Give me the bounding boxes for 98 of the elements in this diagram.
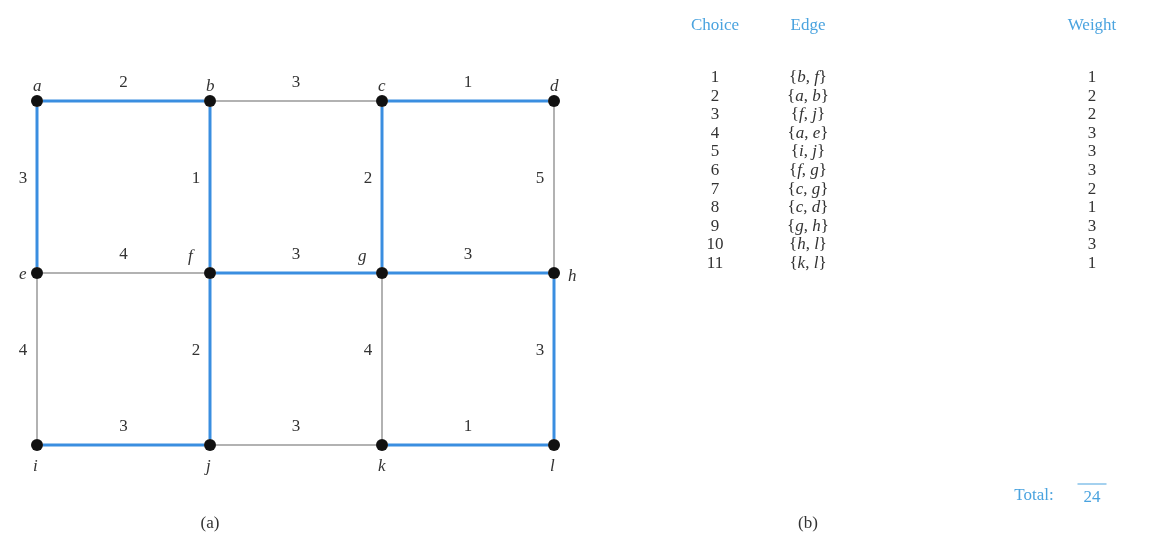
table-cell: 2 — [710, 86, 720, 104]
edge-weight: 4 — [363, 340, 373, 358]
edge-weight: 4 — [18, 340, 28, 358]
table-cell: 3 — [1087, 123, 1097, 141]
column-header: Edge — [790, 15, 826, 33]
vertex-dot — [204, 95, 216, 107]
edge-weight: 2 — [191, 340, 201, 358]
vertex-label: b — [206, 77, 215, 94]
vertex-label: i — [33, 457, 38, 474]
table-cell: 1 — [1087, 67, 1097, 85]
vertex-label: g — [358, 247, 367, 264]
table-cell: {h, l} — [788, 234, 828, 252]
vertex-dot — [548, 95, 560, 107]
table-cell: 4 — [710, 123, 720, 141]
edge-weight: 1 — [191, 168, 201, 186]
graph-edge — [35, 107, 39, 267]
edge-weight: 3 — [535, 340, 545, 358]
vertex-label: f — [188, 247, 193, 264]
graph-edge — [216, 271, 376, 275]
vertex-dot — [31, 95, 43, 107]
edge-weight: 3 — [291, 416, 301, 434]
vertex-label: c — [378, 77, 386, 94]
vertex-label: d — [550, 77, 559, 94]
graph-edge — [215, 444, 377, 446]
table-cell: 6 — [710, 160, 720, 178]
graph-edge — [215, 100, 377, 102]
table-cell: 3 — [1087, 234, 1097, 252]
table-cell: {f, g} — [788, 160, 828, 178]
table-cell: 3 — [1087, 216, 1097, 234]
table-cell: 1 — [710, 67, 720, 85]
figure-caption: (a) — [200, 513, 220, 531]
edge-weight: 1 — [463, 416, 473, 434]
graph-edge — [553, 106, 555, 268]
edge-weight: 3 — [119, 416, 128, 434]
table-cell: 11 — [706, 253, 724, 271]
graph-edge — [36, 278, 38, 440]
graph-edge — [208, 107, 212, 267]
graph-edge — [208, 279, 212, 439]
graph-edge — [552, 279, 556, 439]
graph-edge — [388, 271, 548, 275]
edge-weight: 2 — [119, 72, 128, 90]
table-cell: {g, h} — [787, 216, 829, 234]
table-cell: 8 — [710, 197, 720, 215]
vertex-dot — [204, 267, 216, 279]
graph-edge — [43, 99, 204, 103]
edge-weight: 4 — [119, 244, 128, 262]
graph-edge — [388, 443, 548, 447]
table-cell: 5 — [710, 141, 720, 159]
table-cell: 3 — [1087, 141, 1097, 159]
table-cell: 10 — [706, 234, 724, 252]
table-cell: {i, j} — [790, 141, 826, 159]
table-cell: {a, e} — [787, 123, 829, 141]
total-value: 24 — [1077, 483, 1107, 505]
edge-weight: 3 — [18, 168, 28, 186]
table-cell: 3 — [710, 104, 720, 122]
vertex-dot — [31, 267, 43, 279]
vertex-label: j — [206, 457, 211, 474]
graph-edge — [43, 443, 204, 447]
vertex-dot — [548, 267, 560, 279]
vertex-label: h — [568, 267, 577, 284]
table-cell: 2 — [1087, 104, 1097, 122]
edge-weight: 3 — [291, 72, 301, 90]
edge-weight: 3 — [463, 244, 473, 262]
edge-weight: 3 — [291, 244, 301, 262]
table-cell: 9 — [710, 216, 720, 234]
vertex-dot — [376, 267, 388, 279]
total-label: Total: — [1014, 485, 1054, 503]
table-cell: {a, b} — [787, 86, 829, 104]
graph-edge — [380, 107, 384, 267]
vertex-dot — [548, 439, 560, 451]
table-cell: {c, g} — [787, 179, 829, 197]
table-cell: {f, j} — [790, 104, 826, 122]
vertex-label: a — [33, 77, 42, 94]
table-cell: {c, d} — [787, 197, 829, 215]
vertex-dot — [376, 439, 388, 451]
table-cell: 1 — [1087, 197, 1097, 215]
graph-edge — [388, 99, 548, 103]
table-cell: 2 — [1087, 86, 1097, 104]
vertex-label: e — [19, 265, 27, 282]
edge-weight: 5 — [535, 168, 545, 186]
vertex-dot — [376, 95, 388, 107]
figure-caption: (b) — [798, 513, 818, 531]
table-cell: 3 — [1087, 160, 1097, 178]
table-cell: {b, f} — [788, 67, 828, 85]
column-header: Weight — [1067, 15, 1117, 33]
table-cell: 2 — [1087, 179, 1097, 197]
table-cell: 7 — [710, 179, 720, 197]
vertex-label: l — [550, 457, 555, 474]
vertex-dot — [31, 439, 43, 451]
table-cell: {k, l} — [789, 253, 827, 271]
graph-edge — [42, 272, 205, 274]
edge-weight: 2 — [363, 168, 373, 186]
graph-edge — [381, 278, 383, 440]
vertex-label: k — [378, 457, 386, 474]
edge-weight: 1 — [463, 72, 473, 90]
vertex-dot — [204, 439, 216, 451]
column-header: Choice — [690, 15, 740, 33]
table-cell: 1 — [1087, 253, 1097, 271]
